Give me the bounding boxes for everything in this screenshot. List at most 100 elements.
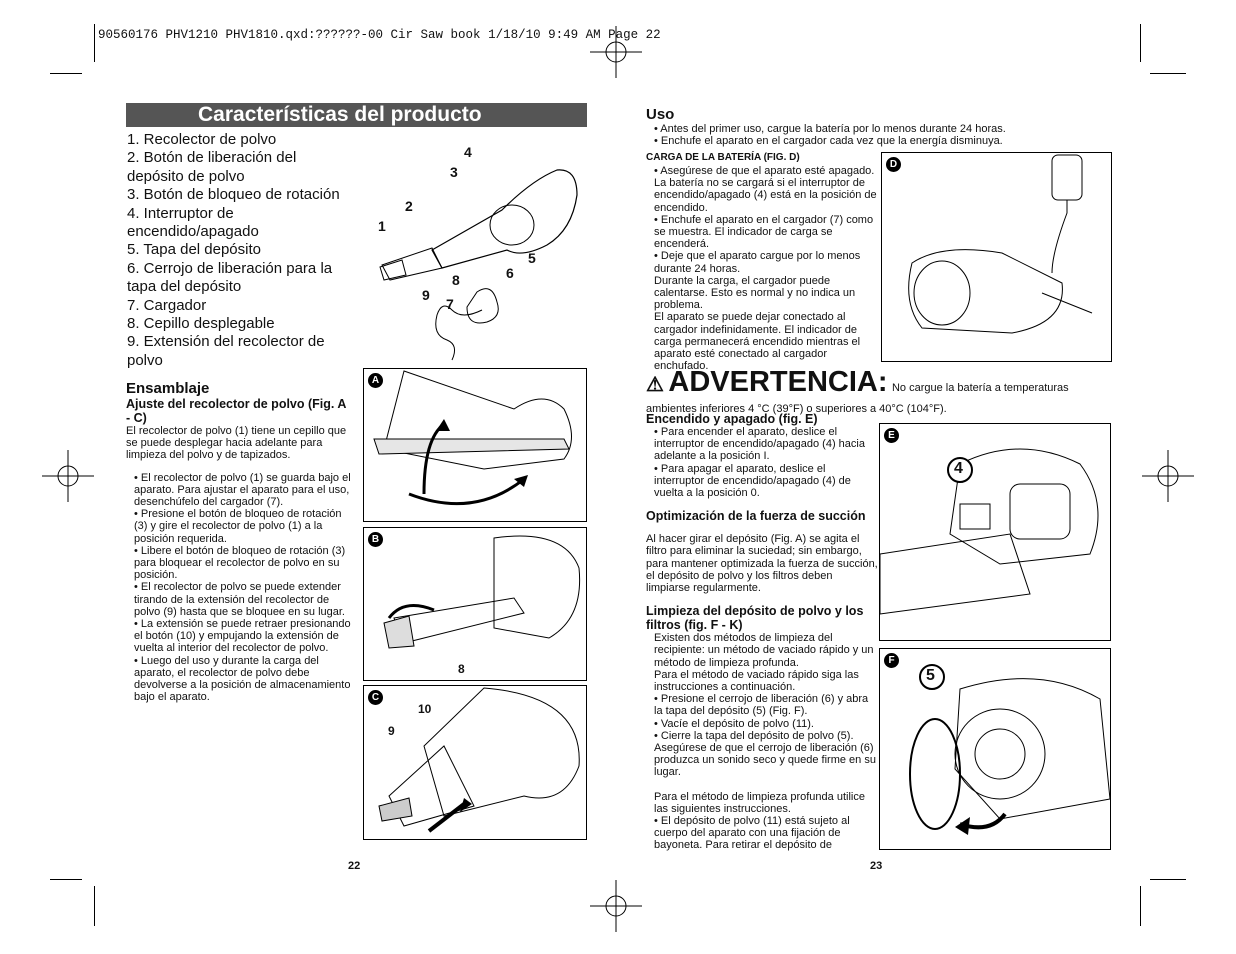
callout-9: 9	[422, 287, 430, 303]
warning-icon: ⚠	[646, 374, 664, 396]
list-item: El aparato se puede dejar conectado al c…	[654, 311, 861, 373]
list-item: • Antes del primer uso, cargue la baterí…	[654, 123, 1006, 135]
list-item: 9. Extensión del recolector de polvo	[127, 333, 325, 369]
figure-b-illustration	[383, 535, 581, 649]
figure-e-illustration	[879, 448, 1099, 615]
assembly-section: Ensamblaje Ajuste del recolector de polv…	[126, 380, 351, 703]
callout-2: 2	[405, 198, 413, 214]
list-item: 8. Cepillo desplegable	[127, 315, 275, 333]
page-title: Características del producto	[126, 103, 587, 127]
list-item: • El recolector de polvo se puede extend…	[134, 581, 345, 618]
crop-mark	[1140, 886, 1141, 926]
onoff-section: Encendido y apagado (fig. E) • Para ence…	[646, 412, 878, 852]
figure-e: E 4	[879, 423, 1111, 641]
list-item: 5. Tapa del depósito	[127, 241, 261, 259]
warning-text: No cargue la batería a temperaturas ambi…	[646, 382, 1069, 415]
callout-8: 8	[458, 662, 465, 676]
list-item: • Luego del uso y durante la carga del a…	[134, 654, 351, 704]
registration-mark-bottom	[590, 880, 642, 932]
callout-3: 3	[450, 164, 458, 180]
callout-4: 4	[464, 144, 472, 160]
callout-5: 5	[528, 250, 536, 266]
assembly-list: • El recolector de polvo (1) se guarda b…	[126, 472, 351, 704]
crop-mark	[1140, 24, 1141, 62]
suction-heading: Optimización de la fuerza de succión	[646, 509, 866, 524]
figure-tag: A	[368, 373, 383, 388]
suction-text: Al hacer girar el depósito (Fig. A) se a…	[646, 533, 878, 595]
callout-9: 9	[388, 724, 395, 738]
list-item: Durante la carga, el cargador puede cale…	[654, 274, 856, 312]
registration-mark-top	[590, 26, 642, 78]
list-item: • El depósito de polvo (11) está sujeto …	[654, 815, 850, 852]
list-item: • Enchufe el aparato en el cargador (7) …	[654, 213, 874, 251]
list-item: • La extensión se puede retraer presiona…	[134, 618, 351, 655]
warning-title: ADVERTENCIA:	[668, 366, 888, 398]
onoff-heading: Encendido y apagado (fig. E)	[646, 412, 818, 426]
list-item: 6. Cerrojo de liberación para la tapa de…	[127, 259, 333, 296]
figure-a: A	[363, 368, 587, 522]
product-overview-illustration: 4 3 2 1 5 6 8 9 7	[372, 140, 582, 362]
list-item: • Asegúrese de que el aparato esté apaga…	[654, 165, 877, 214]
list-item: • Para apagar el aparato, deslice el int…	[654, 462, 851, 500]
list-item: 2. Botón de liberación del depósito de p…	[127, 149, 297, 185]
figure-d-illustration	[908, 154, 1093, 334]
registration-mark-right	[1142, 450, 1194, 502]
vacuum-illustration	[379, 169, 578, 361]
figure-tag: C	[368, 690, 383, 705]
list-item: Para el método de limpieza profunda util…	[654, 790, 865, 815]
use-section: Uso • Antes del primer uso, cargue la ba…	[646, 106, 1086, 147]
assembly-subheading: Ajuste del recolector de polvo (Fig. A -…	[126, 397, 346, 425]
list-item: 7. Cargador	[127, 296, 207, 314]
figure-c: C 10 9	[363, 685, 587, 840]
figure-tag: D	[886, 157, 901, 172]
figure-tag: F	[884, 653, 899, 668]
list-item: • Deje que el aparato cargue por lo meno…	[654, 250, 861, 275]
list-item: Para el método de vaciado rápido siga la…	[654, 668, 859, 694]
onoff-list: • Para encender el aparato, deslice el i…	[646, 426, 878, 499]
list-item: • Libere el botón de bloqueo de rotación…	[134, 544, 346, 582]
figure-a-illustration	[373, 370, 572, 506]
charging-section: CARGA DE LA BATERÍA (FIG. D) • Asegúrese…	[646, 152, 878, 372]
crop-mark	[1150, 73, 1186, 74]
crop-mark	[50, 879, 82, 880]
crop-mark	[50, 73, 82, 74]
assembly-intro: El recolector de polvo (1) tiene un cepi…	[126, 425, 347, 462]
list-item: • Para encender el aparato, deslice el i…	[654, 426, 865, 463]
crop-mark	[94, 24, 95, 62]
figure-b: B 8	[363, 527, 587, 681]
list-item: • Vacíe el depósito de polvo (11).	[654, 717, 814, 730]
callout-6: 6	[506, 265, 514, 281]
warning-block: ⚠ ADVERTENCIA: No cargue la batería a te…	[646, 366, 1111, 417]
figure-tag: E	[884, 428, 899, 443]
feature-list: 1. Recolector de polvo 2. Botón de liber…	[127, 131, 357, 370]
list-item: • Cierre la tapa del depósito de polvo (…	[654, 729, 876, 779]
list-item: • Enchufe el aparato en el cargador cada…	[654, 135, 1003, 148]
page-number-left: 22	[348, 860, 361, 872]
assembly-heading: Ensamblaje	[126, 380, 210, 397]
list-item: 3. Botón de bloqueo de rotación	[127, 186, 340, 204]
spacer	[654, 779, 878, 791]
cleaning-list: Existen dos métodos de limpieza del reci…	[646, 632, 878, 851]
print-slug: 90560176 PHV1210 PHV1810.qxd:??????-00 C…	[98, 28, 661, 42]
figure-d: D	[881, 152, 1112, 362]
cleaning-heading: Limpieza del depósito de polvo y los fil…	[646, 604, 864, 633]
callout-5: 5	[926, 667, 935, 684]
figure-c-illustration	[378, 687, 580, 833]
callout-1: 1	[378, 218, 386, 234]
list-item: Existen dos métodos de limpieza del reci…	[654, 632, 874, 669]
figure-f: F 5	[879, 648, 1111, 850]
charging-heading: CARGA DE LA BATERÍA (FIG. D)	[646, 152, 800, 163]
page-number-right: 23	[870, 860, 883, 872]
callout-4: 4	[954, 460, 963, 477]
figure-f-illustration	[909, 664, 1111, 835]
crop-mark	[94, 886, 95, 926]
list-item: • Presione el cerrojo de liberación (6) …	[654, 693, 869, 718]
charging-list: • Asegúrese de que el aparato esté apaga…	[646, 165, 878, 372]
use-list: • Antes del primer uso, cargue la baterí…	[646, 123, 1086, 147]
callout-7: 7	[446, 296, 454, 312]
callout-10: 10	[418, 702, 432, 716]
list-item: • Presione el botón de bloqueo de rotaci…	[134, 508, 342, 545]
list-item: 4. Interruptor de encendido/apagado	[127, 204, 259, 241]
callout-8: 8	[452, 272, 460, 288]
figure-tag: B	[368, 532, 383, 547]
